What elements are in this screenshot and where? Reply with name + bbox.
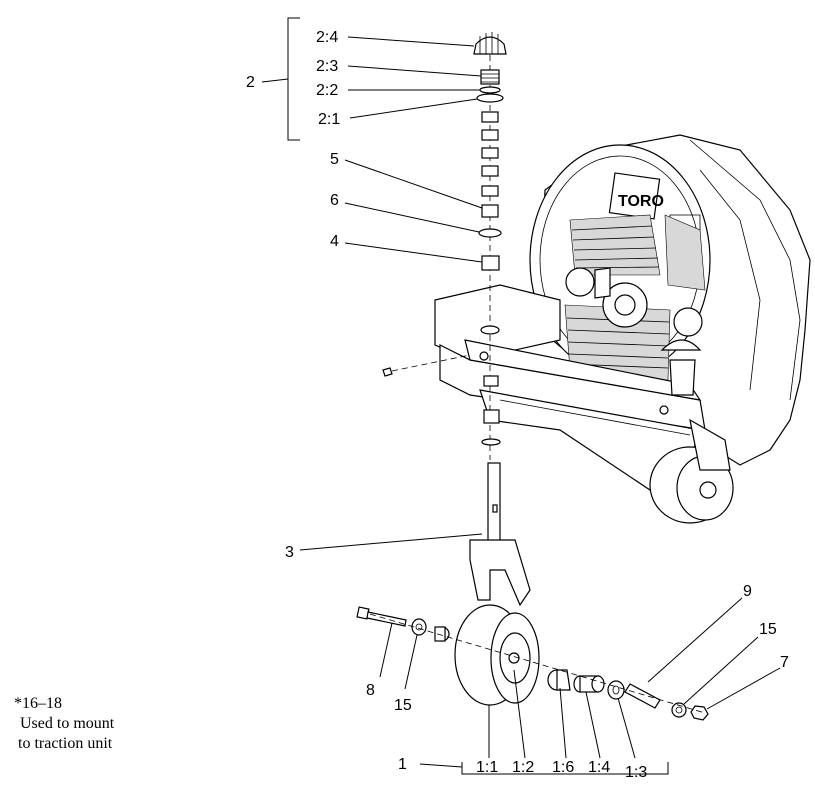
spacer-1-4 — [573, 675, 605, 693]
washer-15-left — [411, 618, 427, 636]
screw — [382, 367, 393, 377]
label-2: 2 — [246, 74, 255, 91]
spacer-stack — [481, 111, 499, 218]
label-1-6: 1:6 — [552, 759, 574, 776]
washer-6 — [478, 228, 502, 238]
vent-grill-right — [664, 214, 706, 291]
label-1-3: 1:3 — [625, 764, 647, 781]
label-7: 7 — [780, 654, 789, 671]
nut-7 — [690, 705, 709, 721]
footnote-line3: to traction unit — [18, 735, 113, 752]
ring-2-1 — [476, 93, 504, 103]
bushing-4 — [481, 255, 500, 271]
label-5: 5 — [330, 151, 339, 168]
bearing-1-6 — [547, 669, 571, 691]
label-2-2: 2:2 — [316, 82, 338, 99]
label-9: 9 — [743, 583, 752, 600]
leader-lines — [261, 17, 781, 775]
washer-2-2 — [479, 86, 501, 94]
cap-2-4 — [473, 32, 507, 55]
label-15-right: 15 — [759, 621, 777, 638]
caster-fork-3 — [469, 462, 531, 607]
label-1-2: 1:2 — [512, 759, 534, 776]
label-15-left: 15 — [394, 697, 412, 714]
spacer-5 — [481, 204, 499, 218]
spring-2-3 — [480, 69, 500, 85]
footnote-ref: *16–18 — [14, 695, 62, 712]
spacer-9 — [624, 683, 661, 709]
label-4: 4 — [330, 233, 339, 250]
label-1-1: 1:1 — [476, 759, 498, 776]
vent-grill-upper — [569, 214, 661, 276]
label-1: 1 — [398, 756, 407, 773]
label-6: 6 — [330, 192, 339, 209]
label-8: 8 — [366, 682, 375, 699]
label-1-4: 1:4 — [588, 759, 610, 776]
installed-caster-wheel — [649, 339, 734, 524]
footnote: *16–18 Used to mount to traction unit — [14, 695, 115, 752]
label-2-3: 2:3 — [316, 58, 338, 75]
bolt-8 — [356, 606, 407, 627]
spacer-left — [434, 626, 450, 642]
label-3: 3 — [285, 544, 294, 561]
frame-bracket — [434, 284, 706, 491]
lower-bushings — [480, 325, 501, 446]
bearing-1-3 — [607, 680, 625, 700]
label-2-4: 2:4 — [316, 29, 338, 46]
footnote-line2: Used to mount — [20, 715, 115, 732]
label-2-1: 2:1 — [318, 111, 340, 128]
callout-labels: 2:4 2:3 2:2 2:1 2 5 6 4 3 9 15 7 8 15 1 … — [246, 29, 789, 781]
wheel-1-1 — [454, 604, 540, 706]
toro-logo: TORO — [618, 193, 664, 210]
logo-plate — [608, 172, 661, 220]
